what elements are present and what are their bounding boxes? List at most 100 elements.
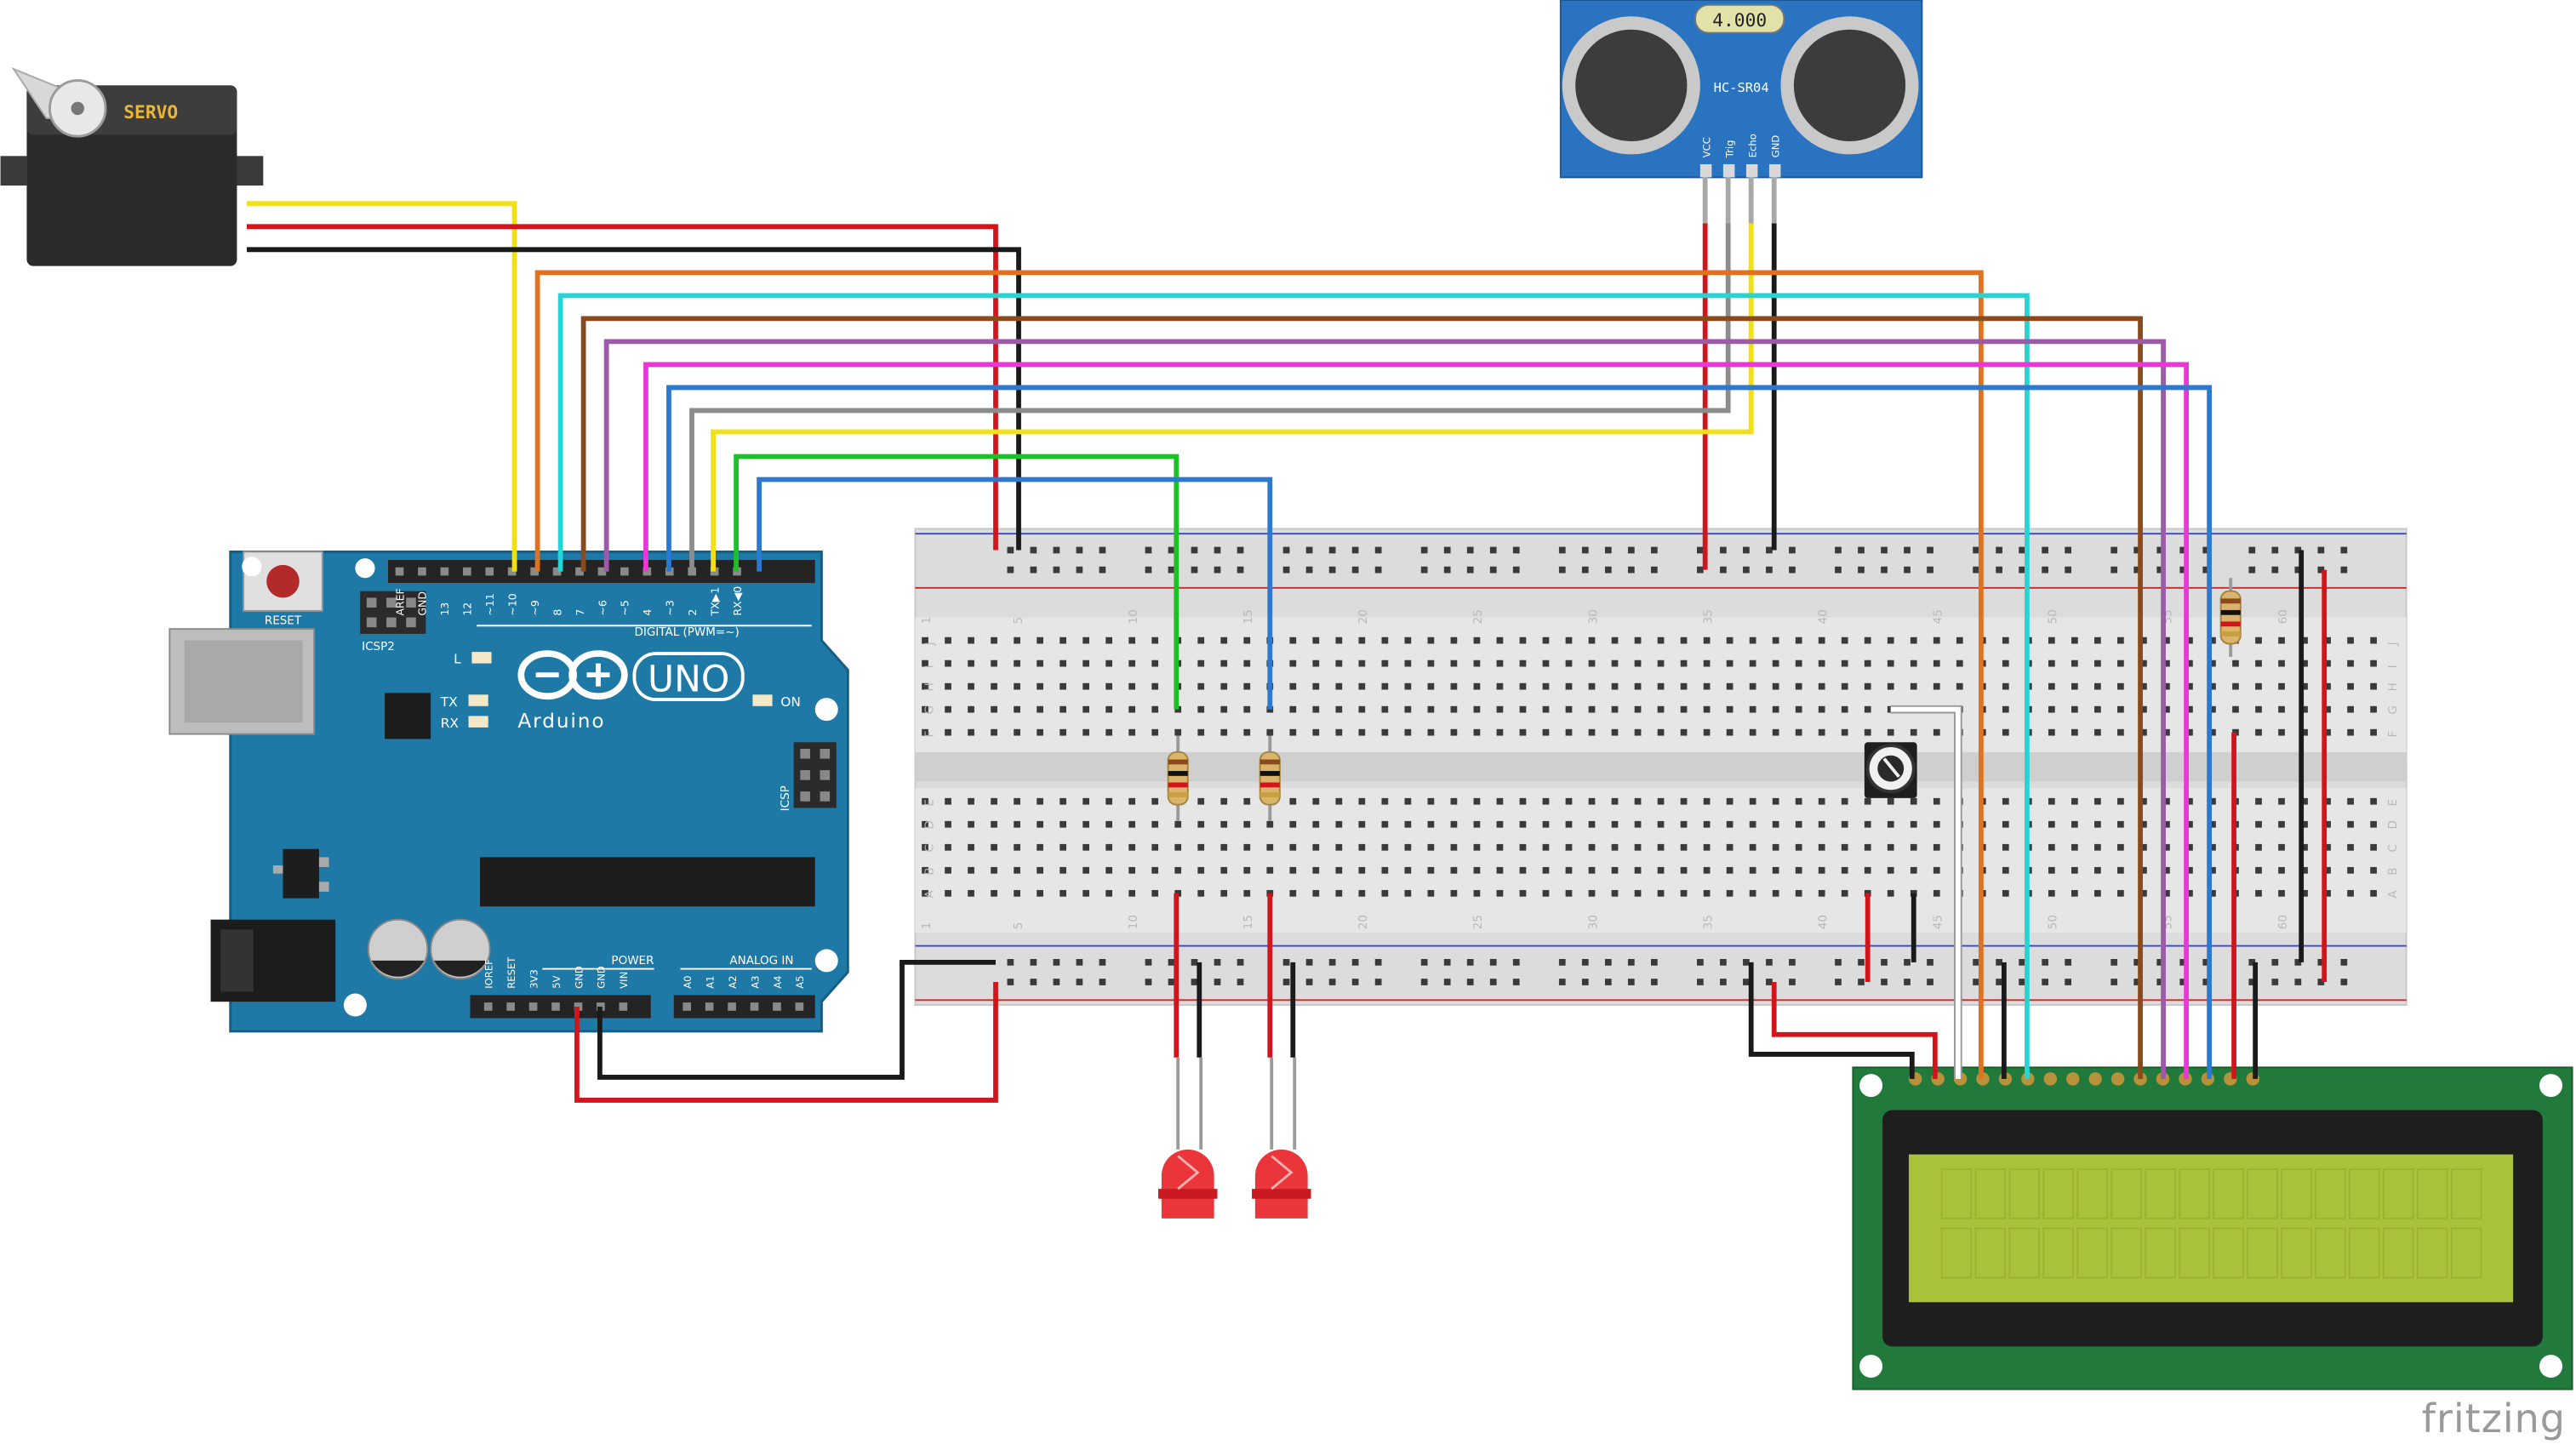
breadboard-column-number: 30 bbox=[1586, 915, 1600, 929]
breadboard-hole bbox=[1105, 705, 1113, 713]
breadboard-hole bbox=[968, 797, 974, 805]
breadboard-hole bbox=[1697, 566, 1704, 574]
breadboard-hole bbox=[1014, 820, 1020, 828]
breadboard-hole bbox=[1243, 820, 1251, 828]
breadboard-hole bbox=[1305, 958, 1313, 966]
breadboard-hole bbox=[1105, 682, 1113, 690]
breadboard-hole bbox=[1358, 682, 1366, 690]
breadboard-hole bbox=[1404, 637, 1412, 644]
breadboard-hole bbox=[945, 728, 951, 736]
breadboard-hole bbox=[2232, 659, 2239, 667]
breadboard-hole bbox=[1703, 682, 1711, 690]
breadboard-hole bbox=[1151, 820, 1159, 828]
breadboard-hole bbox=[1151, 682, 1159, 690]
breadboard-hole bbox=[2301, 843, 2308, 851]
analog-pin-label: A1 bbox=[704, 975, 716, 988]
breadboard-hole bbox=[1082, 659, 1089, 667]
breadboard-hole bbox=[1841, 659, 1848, 667]
icsp-label: ICSP bbox=[779, 785, 792, 811]
breadboard-hole bbox=[1841, 889, 1848, 897]
lcd-cell bbox=[2076, 1168, 2108, 1219]
breadboard-hole bbox=[2317, 979, 2325, 985]
breadboard-hole bbox=[2163, 728, 2170, 736]
digital-pin-label: 7 bbox=[574, 609, 586, 616]
breadboard-hole bbox=[1887, 637, 1894, 644]
breadboard-hole bbox=[2071, 637, 2078, 644]
breadboard-hole bbox=[2255, 705, 2262, 713]
breadboard-hole bbox=[2156, 958, 2164, 966]
breadboard-hole bbox=[2186, 866, 2193, 874]
breadboard-hole bbox=[2370, 843, 2377, 851]
wire bbox=[734, 454, 1179, 710]
breadboard-hole bbox=[1220, 843, 1228, 851]
breadboard-hole bbox=[2140, 797, 2147, 805]
breadboard-hole bbox=[1151, 659, 1159, 667]
breadboard-hole bbox=[1105, 866, 1113, 874]
breadboard-hole bbox=[1427, 797, 1435, 805]
breadboard-hole bbox=[1927, 566, 1933, 574]
breadboard-row-letter: D bbox=[2386, 820, 2400, 829]
breadboard-hole bbox=[2110, 958, 2118, 966]
breadboard-hole bbox=[1082, 682, 1089, 690]
breadboard-hole bbox=[1726, 797, 1734, 805]
breadboard-hole bbox=[1933, 843, 1940, 851]
breadboard-hole bbox=[1818, 820, 1825, 828]
breadboard-hole bbox=[1542, 659, 1550, 667]
breadboard-hole bbox=[2248, 958, 2256, 966]
breadboard-hole bbox=[2163, 682, 2170, 690]
breadboard-hole bbox=[1312, 843, 1320, 851]
breadboard-hole bbox=[1289, 843, 1297, 851]
breadboard-hole bbox=[1174, 820, 1182, 828]
breadboard-hole bbox=[2065, 546, 2072, 554]
breadboard-hole bbox=[1037, 820, 1043, 828]
breadboard-hole bbox=[2278, 866, 2285, 874]
breadboard-hole bbox=[1312, 637, 1320, 644]
breadboard-hole bbox=[1881, 566, 1888, 574]
breadboard-hole bbox=[1381, 637, 1389, 644]
breadboard-hole bbox=[1335, 705, 1343, 713]
breadboard-hole bbox=[1904, 979, 1911, 985]
breadboard-hole bbox=[1289, 705, 1297, 713]
lcd-cell bbox=[2145, 1227, 2176, 1279]
lcd-cell bbox=[2383, 1227, 2414, 1279]
breadboard-hole bbox=[1933, 889, 1940, 897]
breadboard-hole bbox=[1220, 889, 1228, 897]
breadboard-hole bbox=[1703, 705, 1711, 713]
breadboard-hole bbox=[1657, 797, 1665, 805]
wire bbox=[597, 959, 996, 1080]
breadboard-hole bbox=[1634, 728, 1642, 736]
breadboard-hole bbox=[1703, 889, 1711, 897]
breadboard-hole bbox=[1565, 843, 1573, 851]
breadboard-hole bbox=[1082, 705, 1089, 713]
reset-button[interactable] bbox=[266, 564, 300, 598]
breadboard-hole bbox=[1996, 958, 2002, 966]
breadboard-hole bbox=[1657, 637, 1665, 644]
breadboard-column-number: 60 bbox=[2276, 915, 2290, 929]
breadboard-hole bbox=[1404, 889, 1412, 897]
breadboard-hole bbox=[1904, 958, 1911, 966]
breadboard-hole bbox=[1887, 728, 1894, 736]
breadboard-hole bbox=[1082, 637, 1089, 644]
breadboard-hole bbox=[922, 889, 928, 897]
breadboard-hole bbox=[1841, 682, 1848, 690]
breadboard-hole bbox=[2140, 705, 2147, 713]
breadboard-hole bbox=[2186, 637, 2193, 644]
breadboard-hole bbox=[1060, 659, 1066, 667]
breadboard-hole bbox=[2209, 728, 2216, 736]
breadboard-hole bbox=[1060, 637, 1066, 644]
power-pin-label: RESET bbox=[505, 956, 517, 989]
digital-pin-label: ~9 bbox=[528, 600, 541, 615]
breadboard-hole bbox=[1443, 958, 1451, 966]
breadboard-hole bbox=[2186, 889, 2193, 897]
wire bbox=[557, 293, 2030, 1079]
breadboard-column-number: 5 bbox=[1012, 922, 1025, 930]
potentiometer bbox=[1864, 742, 1917, 798]
resistor bbox=[2219, 578, 2242, 657]
wire bbox=[247, 247, 1021, 551]
breadboard-hole bbox=[2324, 866, 2331, 874]
breadboard-hole bbox=[2209, 797, 2216, 805]
digital-pin-label: ~5 bbox=[619, 600, 631, 615]
breadboard-hole bbox=[1082, 797, 1089, 805]
breadboard-hole bbox=[1473, 843, 1481, 851]
